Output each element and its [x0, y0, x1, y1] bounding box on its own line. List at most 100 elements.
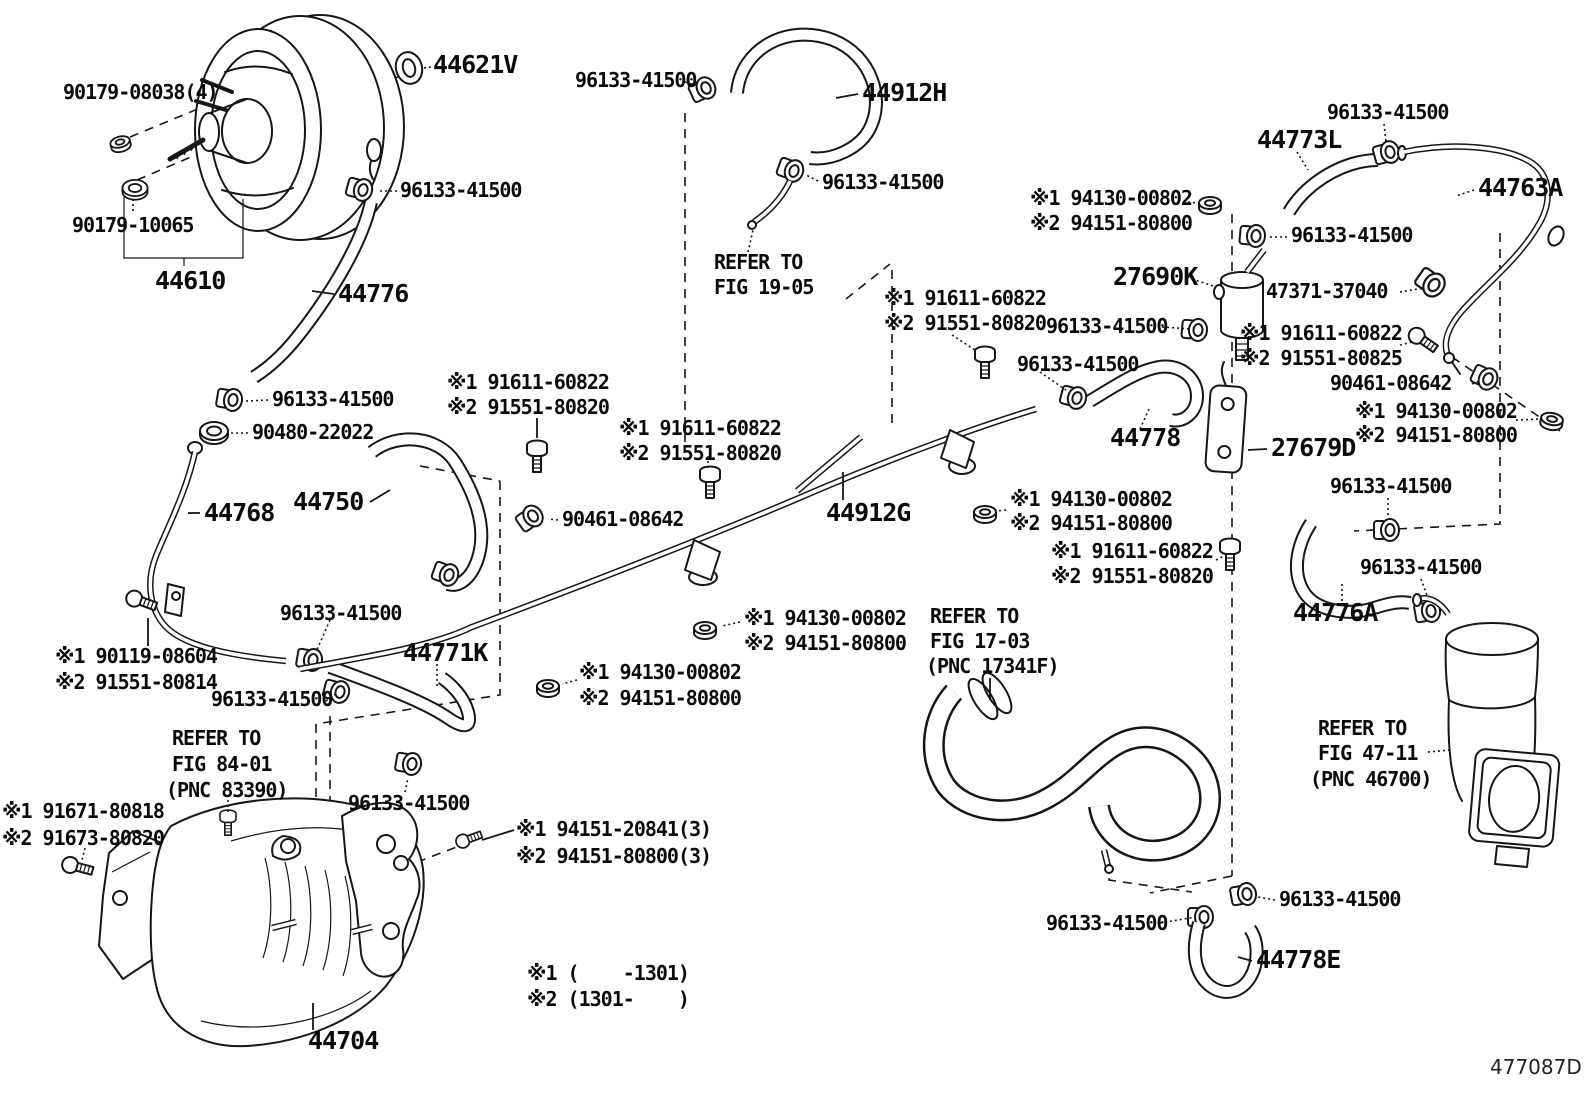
label-44750: 44750: [293, 487, 364, 516]
clamp-90461-08642: [1467, 361, 1502, 394]
label-94151-80800: ※2 94151-80800(3): [516, 844, 712, 868]
clamp-90461-08642: [512, 500, 548, 536]
grommet-90179-10065: [121, 178, 149, 201]
label-91551-80820: ※2 91551-80820: [884, 311, 1047, 335]
label-96133-41500: 96133-41500: [280, 601, 402, 625]
label-96133-41500: 96133-41500: [348, 791, 470, 815]
reservoir-46700: [1412, 593, 1561, 868]
grommet-90480-22022: [199, 421, 229, 445]
label-94130-00802: ※1 94130-00802: [579, 660, 742, 684]
hose-fig-17-03: [922, 671, 1221, 874]
label-91611-60822: ※1 91611-60822: [447, 370, 610, 394]
label-94130-00802: ※1 94130-00802: [1030, 186, 1193, 210]
label-44621v: 44621V: [433, 50, 518, 79]
pipe-to-fig-19-05: [747, 179, 793, 230]
label-44776a: 44776A: [1293, 598, 1378, 627]
label-44776: 44776: [338, 279, 409, 308]
label-94151-80800: ※2 94151-80800: [1010, 511, 1173, 535]
label-44912h: 44912H: [862, 78, 947, 107]
hose-44776a: [1289, 519, 1412, 619]
bolt-91611-60822: [1219, 537, 1241, 571]
label-91611-60822: ※1 91611-60822: [619, 416, 782, 440]
label-94130-00802: ※1 94130-00802: [744, 606, 907, 630]
drawing-number: 477087D: [1490, 1055, 1582, 1079]
bolt-94151-20841: [453, 827, 485, 851]
label-91611-60822: ※1 91611-60822: [1240, 321, 1403, 345]
label-44778: 44778: [1110, 423, 1181, 452]
clamp-96133: [774, 154, 808, 186]
hose-44778: [1086, 359, 1205, 428]
refer-note-fig-17-03: REFER TO: [930, 604, 1019, 628]
label-44763a: 44763A: [1478, 173, 1563, 202]
label-91611-60822: ※1 91611-60822: [1051, 539, 1214, 563]
label-91551-80820: ※2 91551-80820: [619, 441, 782, 465]
label-91671-80818: ※1 91671-80818: [2, 799, 165, 823]
label-91551-80814: ※2 91551-80814: [55, 670, 218, 694]
label-91673-80820: ※2 91673-80820: [2, 826, 165, 850]
label-94151-80800: ※2 94151-80800: [744, 631, 907, 655]
hose-44778e: [1187, 921, 1264, 999]
hose-44776: [250, 200, 378, 383]
refer-note-fig-47-11: (PNC 46700): [1310, 767, 1432, 791]
label-90179-08038: 90179-08038(4): [63, 80, 219, 104]
bolt-91611-60822: [974, 345, 996, 379]
label-90461-08642: 90461-08642: [1330, 371, 1452, 395]
label-91551-80820: ※2 91551-80820: [1051, 564, 1214, 588]
hose-44912h: [730, 27, 883, 166]
label-44912g: 44912G: [826, 498, 911, 527]
label-96133-41500: 96133-41500: [1360, 555, 1482, 579]
label-96133-41500: 96133-41500: [272, 387, 394, 411]
label-91551-80825: ※2 91551-80825: [1240, 346, 1403, 370]
clamp-96133: [1057, 382, 1090, 412]
label-96133-41500: 96133-41500: [400, 178, 522, 202]
label-90480-22022: 90480-22022: [252, 420, 374, 444]
footnote-2: ※2 (1301- ): [527, 987, 690, 1011]
bracket-lines-44610: [123, 196, 244, 266]
label-44773l: 44773L: [1257, 125, 1342, 154]
bracket-on-tube: [684, 539, 721, 586]
label-96133-41500: 96133-41500: [211, 687, 333, 711]
leader-lines: [81, 66, 1541, 1030]
clamp-47371-37040: [1411, 263, 1451, 302]
label-44771k: 44771K: [403, 638, 488, 667]
pipe-44763a: [1397, 143, 1565, 375]
refer-note-fig-84-01: FIG 84-01: [172, 752, 272, 776]
label-96133-41500: 96133-41500: [1046, 314, 1168, 338]
nut-94130-00802: [536, 679, 560, 698]
label-90119-08604: ※1 90119-08604: [55, 644, 218, 668]
hose-44773l: [1282, 153, 1379, 216]
filter-27690k: [1213, 248, 1267, 361]
clamp-96133: [1238, 222, 1267, 249]
refer-note-fig-84-01: (PNC 83390): [166, 778, 288, 802]
refer-note-fig-84-01: REFER TO: [172, 726, 261, 750]
vacuum-tank-44704: [98, 797, 425, 1048]
bolt-91611-60822: [699, 465, 721, 499]
label-94151-80800: ※2 94151-80800: [1355, 423, 1518, 447]
label-44768: 44768: [204, 498, 275, 527]
refer-note-fig-47-11: FIG 47-11: [1318, 741, 1418, 765]
clamp-96133: [393, 749, 424, 778]
label-44704: 44704: [308, 1026, 379, 1055]
label-96133-41500: 96133-41500: [1327, 100, 1449, 124]
label-44610: 44610: [155, 266, 226, 295]
label-47371-37040: 47371-37040: [1266, 279, 1388, 303]
seal-44621v: [394, 51, 424, 85]
label-90179-10065: 90179-10065: [72, 213, 194, 237]
nut-90179-08038: [108, 133, 134, 156]
clamp-96133: [214, 385, 245, 414]
refer-note-fig-17-03: FIG 17-03: [930, 629, 1030, 653]
label-44778e: 44778E: [1256, 945, 1341, 974]
label-91551-80820: ※2 91551-80820: [447, 395, 610, 419]
label-96133-41500: 96133-41500: [1330, 474, 1452, 498]
nut-94130-00802: [973, 505, 997, 524]
bolt-91611-60822: [526, 439, 548, 473]
label-96133-41500: 96133-41500: [575, 68, 697, 92]
bolt-91611-60822: [1404, 323, 1442, 357]
label-90461-08642: 90461-08642: [562, 507, 684, 531]
bracket-27679d: [1204, 361, 1248, 474]
refer-note-fig-17-03: (PNC 17341F): [926, 654, 1059, 678]
nut-94130-00802: [693, 621, 717, 640]
bolt-91671-80818: [59, 854, 96, 880]
clamp-96133: [1228, 880, 1259, 909]
